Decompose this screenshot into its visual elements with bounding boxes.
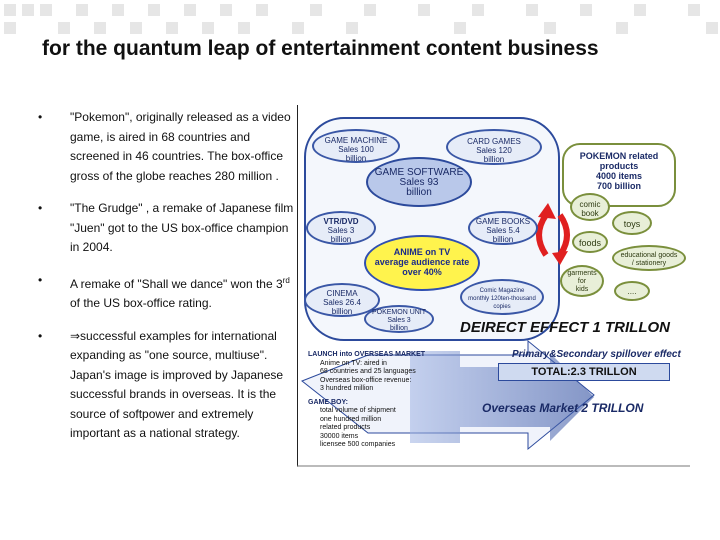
node-title: ANIME on TV (393, 247, 451, 257)
bullet-text: A remake of "Shall we dance" won the 3rd… (70, 271, 298, 314)
bullet-marker: • (38, 110, 43, 124)
launch-line: 30000 items (320, 432, 359, 440)
node-value: Sales 26.4 (323, 298, 361, 307)
launch-line: Overseas box-office revenue: (320, 376, 412, 384)
launch-panel: LAUNCH into OVERSEAS MARKET Anime on TV:… (308, 351, 425, 450)
pokemon-business-diagram: GAME MACHINE Sales 100 billion CARD GAME… (297, 105, 690, 467)
node-unit: billion (406, 187, 432, 198)
node-title: / stationery (631, 260, 667, 267)
node-value: monthly 120ten-thousand (468, 296, 536, 302)
node-unit: billion (483, 155, 505, 164)
comic-magazine-node: Comic Magazine monthly 120ten-thousand c… (460, 279, 544, 315)
node-unit: copies (493, 304, 511, 310)
bullet-text: "The Grudge" , a remake of Japanese film… (70, 201, 294, 254)
garments-node: garments for kids (560, 265, 604, 297)
bullet-text-part: A remake of "Shall we dance" won the 3 (70, 276, 283, 291)
launch-line: 3 hundred million (320, 385, 374, 392)
etc-node: .... (614, 281, 650, 301)
bullet-list: • "Pokemon", originally released as a vi… (38, 108, 298, 457)
bullet-item: • A remake of "Shall we dance" won the 3… (38, 271, 298, 314)
bullet-text: ⇒successful examples for international e… (70, 328, 284, 441)
products-line: products (599, 161, 639, 171)
bullet-text: "Pokemon", originally released as a vide… (70, 110, 291, 183)
pokemon-unit-node: POKEMON UNIT Sales 3 billion (364, 305, 434, 333)
node-title: CINEMA (326, 289, 358, 298)
node-value: Sales 120 (476, 146, 512, 155)
node-value: Sales 3 (387, 317, 411, 324)
node-unit: billion (345, 154, 367, 163)
total-label: TOTAL:2.3 TRILLON (498, 363, 670, 381)
bullet-item: • "The Grudge" , a remake of Japanese fi… (38, 199, 298, 258)
node-value: Sales 93 (399, 177, 439, 188)
node-title: VTR/DVD (323, 217, 359, 226)
bullet-marker: • (38, 201, 43, 215)
node-title: GAME BOOKS (475, 217, 531, 226)
node-title: educational goods (620, 252, 678, 259)
products-line: POKEMON related (579, 151, 659, 161)
launch-line: total volume of shipment (320, 407, 396, 414)
ordinal-suffix: rd (282, 275, 290, 285)
header-decoration (0, 0, 720, 40)
launch-line: related products (320, 424, 371, 431)
game-software-node: GAME SOFTWARE Sales 93 billion (366, 157, 472, 207)
spillover-label: Primary&Secondary spillover effect (512, 349, 681, 360)
node-value: Sales 100 (338, 145, 374, 154)
node-unit: billion (390, 325, 408, 332)
launch-line: 68 countries and 25 languages (320, 368, 416, 375)
comic-book-node: comic book (570, 193, 610, 221)
node-title: Comic Magazine (479, 288, 525, 294)
node-value: average audience rate (374, 257, 470, 267)
bullet-item: • ⇒successful examples for international… (38, 327, 298, 444)
launch-heading: LAUNCH into OVERSEAS MARKET (308, 351, 426, 358)
bullet-text-part: of the US box-office rating. (70, 296, 212, 310)
launch-line: licensee 500 companies (320, 441, 396, 448)
node-title: garments (567, 270, 597, 277)
educational-goods-node: educational goods / stationery (612, 245, 686, 271)
node-title: for (577, 278, 587, 285)
node-title: book (581, 209, 599, 218)
node-unit: billion (492, 235, 514, 244)
bullet-marker: • (38, 328, 43, 343)
direct-effect-label: DEIRECT EFFECT 1 TRILLON (460, 319, 670, 336)
node-value: Sales 3 (327, 226, 355, 235)
node-unit: over 40% (402, 267, 442, 277)
bullet-marker: • (38, 272, 43, 287)
products-line: 4000 items (595, 171, 643, 181)
game-books-node: GAME BOOKS Sales 5.4 billion (468, 211, 538, 245)
cinema-node: CINEMA Sales 26.4 billion (304, 283, 380, 317)
node-unit: billion (330, 235, 352, 244)
vtr-dvd-node: VTR/DVD Sales 3 billion (306, 211, 376, 245)
gameboy-heading: GAME BOY: (308, 398, 348, 406)
toys-node: toys (612, 211, 652, 235)
overseas-market-label: Overseas Market 2 TRILLON (482, 401, 644, 415)
node-title: toys (623, 219, 641, 229)
node-title: GAME SOFTWARE (374, 167, 464, 178)
launch-line: Anime on TV: aired in (320, 359, 387, 367)
node-title: comic (579, 200, 601, 209)
page-title: for the quantum leap of entertainment co… (42, 37, 599, 60)
node-title: .... (627, 287, 637, 296)
node-title: kids (575, 286, 589, 293)
node-title: POKEMON UNIT (371, 309, 427, 316)
foods-node: foods (572, 231, 608, 253)
bullet-item: • "Pokemon", originally released as a vi… (38, 108, 298, 186)
game-machine-node: GAME MACHINE Sales 100 billion (312, 129, 400, 163)
launch-line: one hundred million (320, 415, 382, 423)
node-unit: billion (331, 307, 353, 316)
node-title: foods (578, 238, 602, 248)
card-games-node: CARD GAMES Sales 120 billion (446, 129, 542, 165)
node-value: Sales 5.4 (486, 226, 520, 235)
products-line: 700 billion (596, 181, 641, 191)
node-title: CARD GAMES (467, 137, 521, 146)
anime-on-tv-node: ANIME on TV average audience rate over 4… (364, 235, 480, 291)
node-title: GAME MACHINE (324, 136, 388, 145)
